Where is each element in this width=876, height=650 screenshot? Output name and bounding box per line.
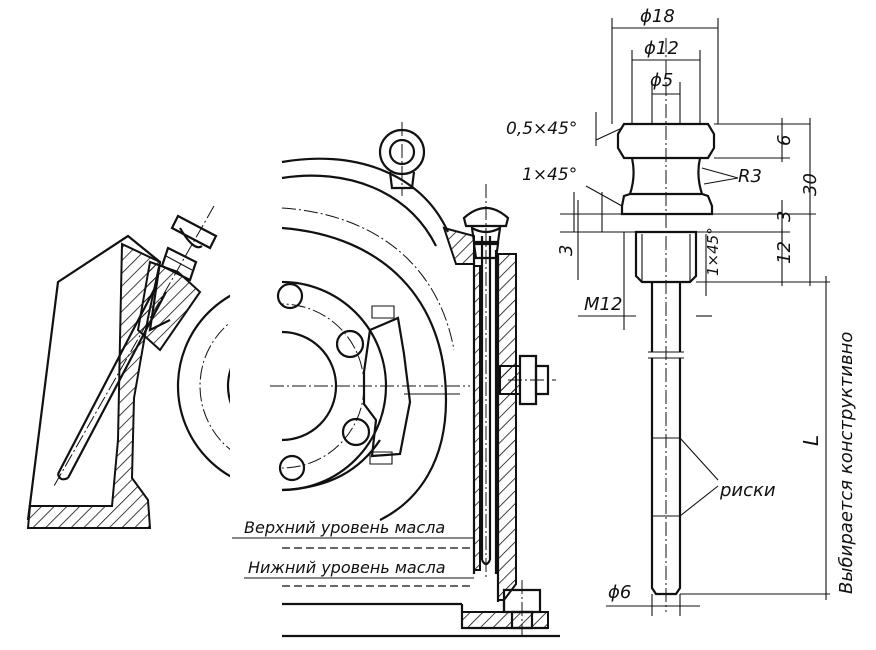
dipstick-axis <box>53 205 215 487</box>
dipstick-rod <box>480 236 492 560</box>
boss-bolt-bottom <box>369 451 393 465</box>
dipstick-detail: риски ϕ18 ϕ12 ϕ5 0,5×45° 1×45° R3 6 <box>506 6 857 616</box>
shank-lower-rod <box>650 358 682 596</box>
dipstick-rod-2 <box>67 291 167 479</box>
lower-oil-level-label: Нижний уровень масла <box>248 558 446 577</box>
length-note: Выбирается конструктивно <box>836 332 857 594</box>
boss <box>362 316 412 458</box>
dipstick-head <box>462 206 510 260</box>
flange-bolt <box>499 354 556 406</box>
housing-wall-section <box>26 242 162 529</box>
dim-d18-text: ϕ18 <box>640 6 675 27</box>
dim-3-left-text: 3 <box>556 245 577 256</box>
bottom-bolt <box>502 580 542 636</box>
dim-d6-text: ϕ6 <box>608 582 631 603</box>
chamfer-top-text: 0,5×45° <box>506 119 577 139</box>
hub-hole-2 <box>341 417 371 447</box>
marks-label: риски <box>719 480 776 501</box>
boss-bolt-top <box>371 305 395 319</box>
housing-outer-arc <box>281 157 450 233</box>
head-neck <box>628 157 704 195</box>
dim-12-text: 12 <box>774 241 795 264</box>
dipstick-boss-section <box>442 226 475 265</box>
hub-hole-1 <box>335 329 365 359</box>
gear-outer-circle <box>281 226 448 521</box>
mark-leader-2 <box>679 485 719 517</box>
thread-text: M12 <box>584 294 622 315</box>
gearbox-view: Верхний уровень масла Нижний уровень мас… <box>176 122 560 638</box>
shank-upper-rod <box>650 282 682 352</box>
dipstick-tip <box>56 473 69 481</box>
radius-text: R3 <box>738 166 762 187</box>
chamfer-thread-text: 1×45° <box>704 227 722 276</box>
dim-L-text: L <box>799 435 823 446</box>
hub-hole-4 <box>278 454 306 482</box>
dim-6-text: 6 <box>774 135 795 146</box>
dim-30-text: 30 <box>800 173 821 196</box>
chamfer-mid-text: 1×45° <box>522 165 577 185</box>
dim-3-right-text: 3 <box>774 211 795 222</box>
gear-pitch-circle <box>281 207 455 351</box>
hub-hole-3 <box>276 282 304 310</box>
dipstick-tube-hatch-left <box>473 265 481 571</box>
head-flange <box>620 192 714 216</box>
dipstick-rod-1 <box>57 285 157 475</box>
hub-mask <box>230 270 282 510</box>
lifting-eye <box>378 122 426 196</box>
side-wall-section <box>497 253 517 601</box>
mark-leader-1 <box>679 437 719 481</box>
inclined-dipstick-view <box>26 205 218 529</box>
dipstick-knob <box>160 214 218 282</box>
bottom-foot-section <box>461 611 549 629</box>
upper-oil-level-label: Верхний уровень масла <box>244 518 445 537</box>
dim-d5-text: ϕ5 <box>650 70 673 91</box>
housing-inner-arc <box>281 174 437 247</box>
dim-d12-text: ϕ12 <box>644 38 679 59</box>
